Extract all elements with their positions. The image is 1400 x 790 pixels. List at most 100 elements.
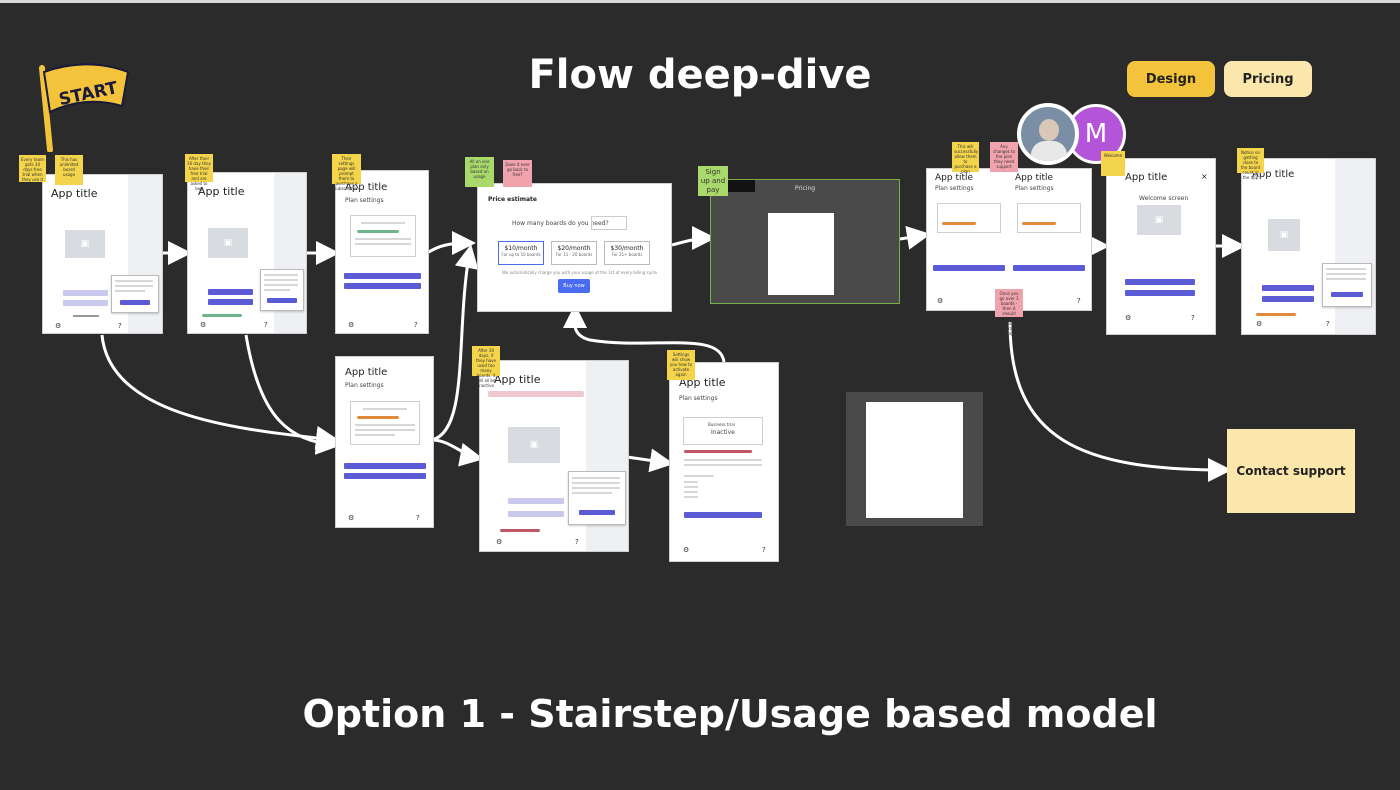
- help-icon[interactable]: ?: [1191, 314, 1195, 322]
- gear-icon[interactable]: ⚙: [348, 514, 355, 522]
- gear-icon[interactable]: ⚙: [937, 297, 944, 305]
- sticky-note[interactable]: Welcome: [1101, 151, 1125, 176]
- sticky-note[interactable]: After 30 days, if they have used too man…: [472, 346, 500, 388]
- help-icon[interactable]: ?: [414, 321, 418, 329]
- help-icon[interactable]: ?: [264, 321, 268, 329]
- button[interactable]: [208, 299, 253, 305]
- app-title: App title: [345, 367, 388, 378]
- app-frame-usage: App title ▣ ⚙ ?: [1241, 158, 1376, 335]
- sticky-note[interactable]: Notice on getting close to the board cou…: [1237, 148, 1264, 180]
- sticky-note[interactable]: All on one plan only based on usage: [465, 157, 494, 187]
- buy-now-button[interactable]: Buy now: [558, 279, 590, 293]
- top-divider: [0, 0, 1400, 3]
- image-placeholder-icon: ▣: [508, 427, 560, 463]
- app-title: App title: [494, 373, 541, 386]
- plan-settings-button[interactable]: [267, 298, 297, 303]
- user-avatar-photo[interactable]: [1017, 103, 1079, 165]
- button[interactable]: [1262, 285, 1314, 291]
- purchase-another-button[interactable]: [344, 463, 426, 469]
- app-title: App title: [198, 185, 245, 198]
- reactivate-plan-button[interactable]: [684, 512, 762, 518]
- sticky-note[interactable]: After their 30 day they have their free …: [185, 154, 213, 191]
- board-title: Flow deep-dive: [528, 52, 872, 98]
- tier-option[interactable]: $20/month For 11 - 20 boards: [551, 241, 597, 265]
- button[interactable]: [508, 511, 564, 517]
- sticky-note[interactable]: Does it ever go back to free?: [503, 160, 532, 187]
- manage-plan-button[interactable]: [1013, 265, 1085, 271]
- help-icon[interactable]: ?: [575, 538, 579, 546]
- button[interactable]: [63, 300, 108, 306]
- gear-icon[interactable]: ⚙: [496, 538, 503, 546]
- plan-card: [350, 401, 420, 445]
- plan-card: [350, 215, 416, 257]
- plan-settings-label: Plan settings: [935, 185, 974, 192]
- boards-input[interactable]: [591, 216, 627, 230]
- sticky-note[interactable]: Sign up and pay: [698, 166, 728, 196]
- pricing-modal-frame: Pricing: [710, 179, 900, 304]
- gear-icon[interactable]: ⚙: [1125, 314, 1132, 322]
- tooltip-popup: [111, 275, 159, 313]
- sticky-note[interactable]: Any changes to the plan they need suppor…: [990, 142, 1018, 172]
- app-title: App title: [1252, 169, 1295, 180]
- sticky-note[interactable]: This will successfully allow them to pur…: [952, 142, 979, 174]
- help-icon[interactable]: ?: [118, 322, 122, 330]
- plan-card: [1017, 203, 1081, 233]
- button[interactable]: [208, 289, 253, 295]
- image-placeholder-icon: ▣: [1268, 219, 1300, 251]
- app-title: App title: [51, 187, 98, 200]
- help-icon[interactable]: ?: [762, 546, 766, 554]
- inactive-label: Inactive: [711, 429, 735, 436]
- plan-settings-label: Plan settings: [345, 382, 384, 389]
- image-placeholder-icon: ▣: [65, 230, 105, 258]
- contact-support-button[interactable]: [344, 283, 421, 289]
- price-estimate-title: Price estimate: [488, 196, 537, 203]
- plan-settings-button[interactable]: [1331, 292, 1363, 297]
- help-icon[interactable]: ?: [416, 514, 420, 522]
- app-frame-inactive: App title ▣ ⚙ ?: [479, 360, 629, 552]
- tier-option[interactable]: $10/month For up to 10 boards: [498, 241, 544, 265]
- app-frame-trial: App title ▣ ⚙ ?: [42, 174, 163, 334]
- gear-icon[interactable]: ⚙: [200, 321, 207, 329]
- welcome-frame: App title × Welcome screen ▣ ⚙ ?: [1106, 158, 1216, 335]
- option-title: Option 1 - Stairstep/Usage based model: [302, 692, 1158, 736]
- app-title: App title: [1015, 173, 1054, 183]
- gear-icon[interactable]: ⚙: [683, 546, 690, 554]
- app-title: App title: [1125, 172, 1168, 183]
- tier-option[interactable]: $30/month For 21+ boards: [604, 241, 650, 265]
- button[interactable]: [508, 498, 564, 504]
- manage-plan-button[interactable]: [933, 265, 1005, 271]
- sticky-note[interactable]: Once you go over 3 boards - then it shou…: [995, 289, 1023, 336]
- pricing-modal-title: Pricing: [794, 185, 816, 192]
- contact-support-box[interactable]: Contact support: [1227, 429, 1355, 513]
- gear-icon[interactable]: ⚙: [1256, 320, 1263, 328]
- price-estimate-frame: Price estimate How many boards do you ne…: [477, 183, 672, 312]
- button[interactable]: [63, 290, 108, 296]
- app-frame-trial-ended: App title ▣ ⚙ ?: [187, 172, 307, 334]
- design-tag-button[interactable]: Design: [1127, 61, 1215, 97]
- plan-settings-label: Plan settings: [1015, 185, 1054, 192]
- sticky-note[interactable]: This has unlimited board usage: [55, 155, 83, 185]
- close-icon[interactable]: ×: [1201, 172, 1208, 181]
- plan-card: Business trial Inactive: [683, 417, 763, 445]
- purchase-subscription-button[interactable]: [344, 273, 421, 279]
- app-title: App title: [345, 182, 388, 193]
- welcome-label: Welcome screen: [1139, 195, 1189, 202]
- button[interactable]: [1262, 296, 1314, 302]
- sticky-note[interactable]: Their settings page will prompt them to …: [332, 154, 361, 191]
- help-icon[interactable]: ?: [1326, 320, 1330, 328]
- button[interactable]: [1125, 279, 1195, 285]
- plan-settings-button[interactable]: [579, 510, 615, 515]
- plan-settings-button[interactable]: [120, 300, 150, 305]
- gear-icon[interactable]: ⚙: [55, 322, 62, 330]
- gear-icon[interactable]: ⚙: [348, 321, 355, 329]
- button[interactable]: [1125, 290, 1195, 296]
- pricing-tag-button[interactable]: Pricing: [1224, 61, 1312, 97]
- sticky-note[interactable]: Settings will show you how to activate a…: [667, 350, 695, 380]
- support-card: [866, 402, 963, 518]
- contact-support-button[interactable]: [344, 473, 426, 479]
- help-icon[interactable]: ?: [1077, 297, 1081, 305]
- sticky-note[interactable]: Every team gets 30 days free trial when …: [19, 155, 46, 182]
- plan-settings-label: Plan settings: [345, 197, 384, 204]
- plan-settings-frame: App title Plan settings ⚙ ?: [335, 170, 429, 334]
